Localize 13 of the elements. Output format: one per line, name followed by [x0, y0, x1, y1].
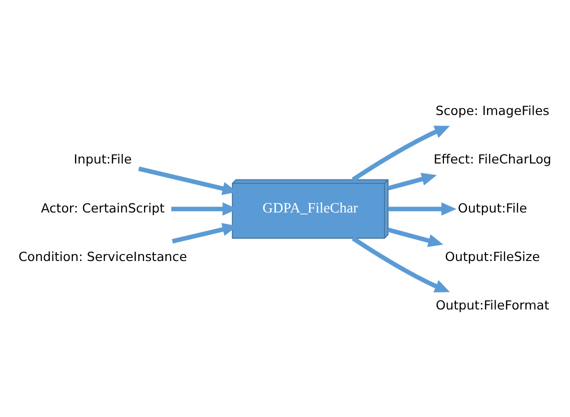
- arrow: [388, 227, 444, 247]
- arrow: [388, 202, 456, 216]
- node-text: Effect: FileCharLog: [434, 151, 552, 166]
- node-text: Output:FileFormat: [436, 297, 550, 312]
- node-text: Actor: CertainScript: [40, 200, 165, 215]
- node-text: Scope: ImageFiles: [436, 102, 550, 118]
- node-text: Condition: ServiceInstance: [18, 248, 187, 264]
- arrow: [388, 172, 437, 190]
- node-text: Input:File: [74, 151, 132, 166]
- node-text: Output:FileSize: [444, 248, 540, 264]
- arrow: [352, 125, 450, 182]
- node-text: Output:File: [458, 200, 527, 215]
- arrow: [352, 236, 450, 292]
